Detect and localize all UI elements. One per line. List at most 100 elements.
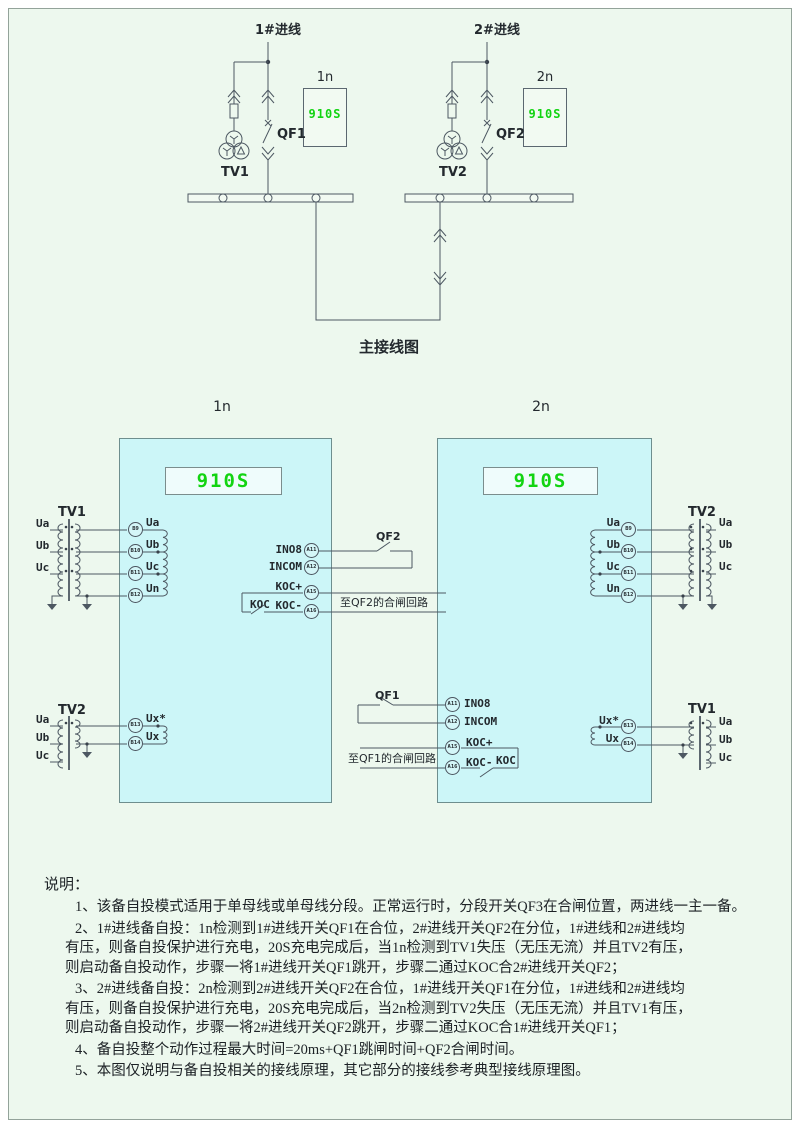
device2-ux-label: Ux [605, 732, 619, 745]
notes-heading: 说明： [44, 877, 90, 893]
device2-closing-note: 至QF1的合闸回路 [348, 752, 436, 765]
note-line: 则启动备自投动作，步骤一将2#进线开关QF2跳开，步骤二通过KOC合1#进线开关… [65, 1020, 626, 1036]
terminal-2n-a16: A16 [445, 760, 460, 775]
note-item-3: 3、2#进线备自投：2n检测到2#进线开关QF2在合位，1#进线开关QF1在分位… [44, 980, 789, 1039]
device1-closing-note: 至QF2的合闸回路 [340, 596, 428, 609]
device1-incom-label: INCOM [268, 560, 302, 573]
device1-ext-contact-label: QF2 [376, 530, 401, 543]
relay-2n-box: 910S [523, 88, 567, 147]
device1-ux-label: Ux [146, 730, 160, 743]
device1-tv2-phase-b: Ub [36, 731, 50, 744]
note-line: 3、2#进线备自投：2n检测到2#进线开关QF2在合位，1#进线开关QF1在分位… [75, 981, 685, 997]
note-line: 5、本图仅说明与备自投相关的接线原理，其它部分的接线参考典型接线原理图。 [75, 1063, 590, 1079]
note-line: 有压，则备自投保护进行充电，20S充电完成后，当1n检测到TV1失压（无压无流）… [65, 940, 692, 956]
device1-io-wiring [241, 541, 446, 615]
device-1n-name: 1n [213, 399, 231, 415]
terminal-1n-a16: A16 [304, 604, 319, 619]
terminal-2n-a15: A15 [445, 740, 460, 755]
device-2n-box [437, 438, 652, 803]
device1-tv1-phase-b: Ub [36, 539, 50, 552]
feeder1-lines [218, 42, 275, 194]
device-1n-box [119, 438, 332, 803]
device-2n-name: 2n [532, 399, 550, 415]
terminal-1n-b12: B12 [128, 588, 143, 603]
relay-2n-model-label: 910S [528, 107, 562, 121]
device2-tv1-input [590, 716, 716, 770]
device1-koc-label: KOC [250, 598, 270, 611]
relay-1n-model-label: 910S [308, 107, 342, 121]
terminal-2n-b10: B10 [621, 544, 636, 559]
device1-tv1-input [47, 519, 168, 610]
device2-ext-contact-label: QF1 [375, 689, 400, 702]
device1-ino8-label: INO8 [275, 543, 303, 556]
tv2-label: TV2 [439, 165, 467, 180]
device2-vt-un: Un [606, 582, 620, 595]
device2-vt-ub: Ub [606, 538, 620, 551]
device1-vt-ua: Ua [146, 516, 160, 529]
device1-ux-star-label: Ux* [146, 712, 166, 725]
terminal-2n-b14: B14 [621, 737, 636, 752]
device1-vt-un: Un [146, 582, 160, 595]
terminal-1n-b14: B14 [128, 736, 143, 751]
terminal-2n-a11: A11 [445, 697, 460, 712]
device1-tv1-phase-a: Ua [36, 517, 50, 530]
device2-kocm-label: KOC- [466, 756, 493, 769]
device2-tv2-input [590, 519, 717, 610]
device1-kocm-label: KOC- [275, 599, 303, 612]
device2-tv1-phase-a: Ua [719, 715, 733, 728]
qf1-label: QF1 [277, 127, 306, 142]
note-item-5: 5、本图仅说明与备自投相关的接线原理，其它部分的接线参考典型接线原理图。 [44, 1062, 789, 1082]
device2-incom-label: INCOM [464, 715, 498, 728]
device2-tv1-phase-b: Ub [719, 733, 733, 746]
device1-tv1-phase-c: Uc [36, 561, 50, 574]
relay-1n-label: 1n [316, 70, 334, 85]
terminal-1n-b10: B10 [128, 544, 143, 559]
device1-tv2-input [50, 716, 168, 770]
device2-vt-ua: Ua [606, 516, 620, 529]
feeder2-lines [436, 42, 494, 194]
note-line: 2、1#进线备自投：1n检测到1#进线开关QF1在合位，2#进线开关QF2在分位… [75, 920, 685, 937]
device2-vt-uc: Uc [606, 560, 620, 573]
qf2-label: QF2 [496, 127, 525, 142]
terminal-2n-b12: B12 [621, 588, 636, 603]
terminal-2n-b13: B13 [621, 719, 636, 734]
busbars-and-tie [187, 193, 574, 321]
terminal-1n-a12: A12 [304, 560, 319, 575]
device1-tv2-phase-a: Ua [36, 713, 50, 726]
device2-tv2-phase-c: Uc [719, 560, 733, 573]
device1-tv2-name: TV2 [58, 703, 86, 718]
device-1n-model-label: 910S [196, 470, 251, 492]
device2-tv1-name: TV1 [688, 702, 716, 717]
device-1n-model-box: 910S [165, 467, 282, 495]
terminal-1n-b13: B13 [128, 718, 143, 733]
device2-ino8-label: INO8 [464, 697, 491, 710]
note-item-1: 1、该备自投模式适用于单母线或单母线分段。正常运行时，分段开关QF3在合闸位置，… [44, 898, 789, 918]
terminal-2n-b9: B9 [621, 522, 636, 537]
device2-io-wiring [357, 696, 519, 778]
tv1-label: TV1 [221, 165, 249, 180]
terminal-1n-a15: A15 [304, 585, 319, 600]
device1-tv2-phase-c: Uc [36, 749, 50, 762]
device-2n-model-box: 910S [483, 467, 598, 495]
relay-2n-label: 2n [536, 70, 554, 85]
device2-koc-label: KOC [496, 754, 516, 767]
device2-tv2-phase-a: Ua [719, 516, 733, 529]
terminal-2n-b11: B11 [621, 566, 636, 581]
device1-vt-uc: Uc [146, 560, 160, 573]
device1-vt-ub: Ub [146, 538, 160, 551]
device2-ux-star-label: Ux* [599, 714, 619, 727]
device1-tv1-name: TV1 [58, 505, 86, 520]
note-item-2: 2、1#进线备自投：1n检测到1#进线开关QF1在合位，2#进线开关QF2在分位… [44, 920, 789, 979]
terminal-1n-b9: B9 [128, 522, 143, 537]
device2-tv1-phase-c: Uc [719, 751, 733, 764]
feeder2-label: 2#进线 [474, 23, 520, 38]
notes-section: 说明： 1、该备自投模式适用于单母线或单母线分段。正常运行时，分段开关QF3在合… [44, 874, 789, 1082]
relay-1n-box: 910S [303, 88, 347, 147]
device2-tv2-name: TV2 [688, 505, 716, 520]
note-line: 1、该备自投模式适用于单母线或单母线分段。正常运行时，分段开关QF3在合闸位置，… [75, 899, 747, 915]
device1-kocp-label: KOC+ [275, 580, 303, 593]
device-2n-model-label: 910S [513, 470, 568, 492]
terminal-1n-a11: A11 [304, 543, 319, 558]
terminal-2n-a12: A12 [445, 715, 460, 730]
